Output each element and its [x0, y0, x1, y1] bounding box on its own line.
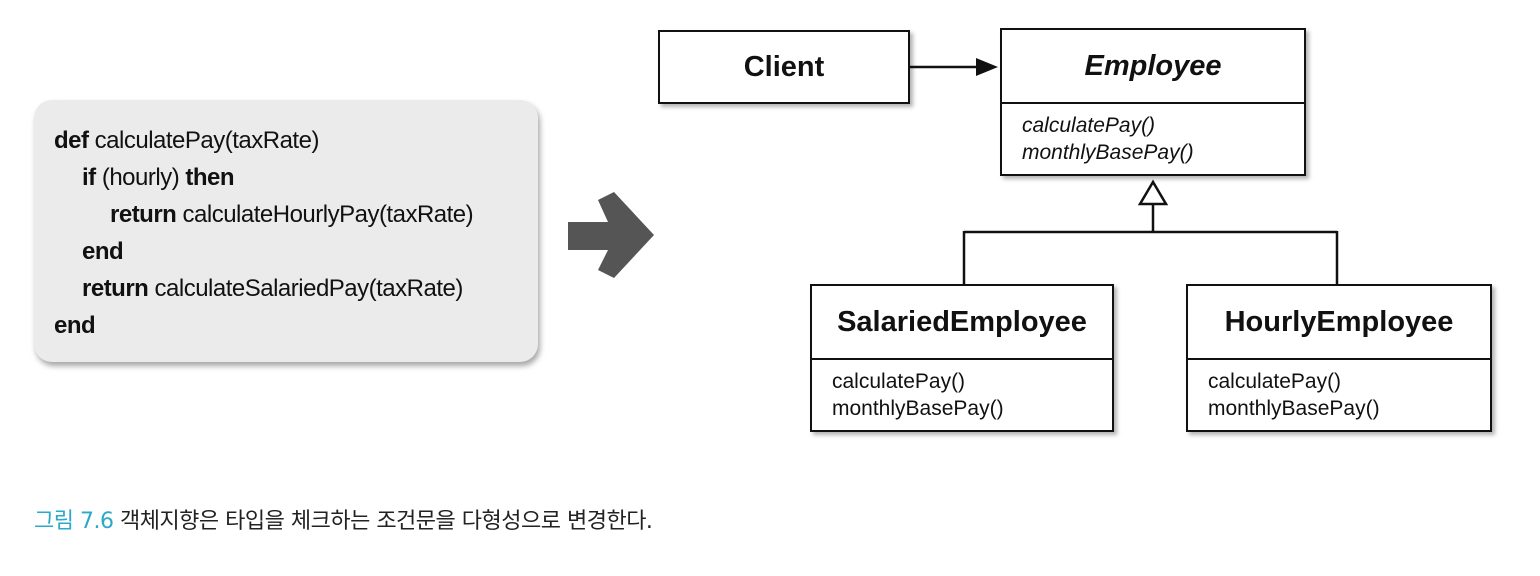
- caption-text: 객체지향은 타입을 체크하는 조건문을 다형성으로 변경한다.: [113, 509, 653, 534]
- code-text: calculatePay(taxRate): [88, 127, 320, 154]
- code-keyword: return: [82, 275, 149, 302]
- class-operations: calculatePay() monthlyBasePay(): [812, 360, 1112, 422]
- operation: monthlyBasePay(): [832, 397, 1004, 420]
- code-block: def calculatePay(taxRate) if (hourly) th…: [34, 100, 538, 362]
- figure-caption: 그림 7.6 객체지향은 타입을 체크하는 조건문을 다형성으로 변경한다.: [34, 503, 653, 535]
- employee-class-box: Employee calculatePay() monthlyBasePay(): [1000, 28, 1306, 176]
- class-operations: calculatePay() monthlyBasePay(): [1188, 360, 1490, 422]
- code-line-2: if (hourly) then: [54, 159, 473, 196]
- class-name: HourlyEmployee: [1188, 286, 1490, 360]
- operation: monthlyBasePay(): [1208, 397, 1380, 420]
- operation: calculatePay(): [832, 370, 966, 393]
- code-keyword: def: [54, 127, 89, 154]
- operation: calculatePay(): [1022, 114, 1156, 137]
- code-line-4: end: [54, 233, 473, 270]
- code-text: (hourly): [95, 164, 186, 191]
- code-keyword: then: [185, 164, 235, 191]
- operation: monthlyBasePay(): [1022, 141, 1194, 164]
- salaried-employee-class-box: SalariedEmployee calculatePay() monthlyB…: [810, 284, 1114, 432]
- client-class-box: Client: [658, 30, 910, 104]
- operation: calculatePay(): [1208, 370, 1342, 393]
- class-name: SalariedEmployee: [812, 286, 1112, 360]
- code-text: calculateHourlyPay(taxRate): [176, 201, 474, 228]
- code-line-1: def calculatePay(taxRate): [54, 122, 473, 159]
- code-keyword: end: [82, 238, 124, 265]
- code-lines: def calculatePay(taxRate) if (hourly) th…: [54, 122, 474, 344]
- generalization-arrowhead: [1137, 179, 1169, 206]
- association-arrowhead: [976, 58, 998, 76]
- code-keyword: if: [82, 164, 96, 191]
- code-keyword: end: [54, 312, 96, 339]
- code-line-6: end: [54, 307, 473, 344]
- code-line-5: return calculateSalariedPay(taxRate): [54, 270, 473, 307]
- code-line-3: return calculateHourlyPay(taxRate): [54, 196, 474, 233]
- code-text: calculateSalariedPay(taxRate): [148, 275, 464, 302]
- class-name: Client: [743, 51, 825, 83]
- class-name: Employee: [1002, 30, 1304, 104]
- figure-label: 그림 7.6: [34, 509, 114, 534]
- right-arrow-icon: [568, 192, 654, 278]
- code-keyword: return: [110, 201, 177, 228]
- hourly-employee-class-box: HourlyEmployee calculatePay() monthlyBas…: [1186, 284, 1492, 432]
- class-operations: calculatePay() monthlyBasePay(): [1002, 104, 1304, 166]
